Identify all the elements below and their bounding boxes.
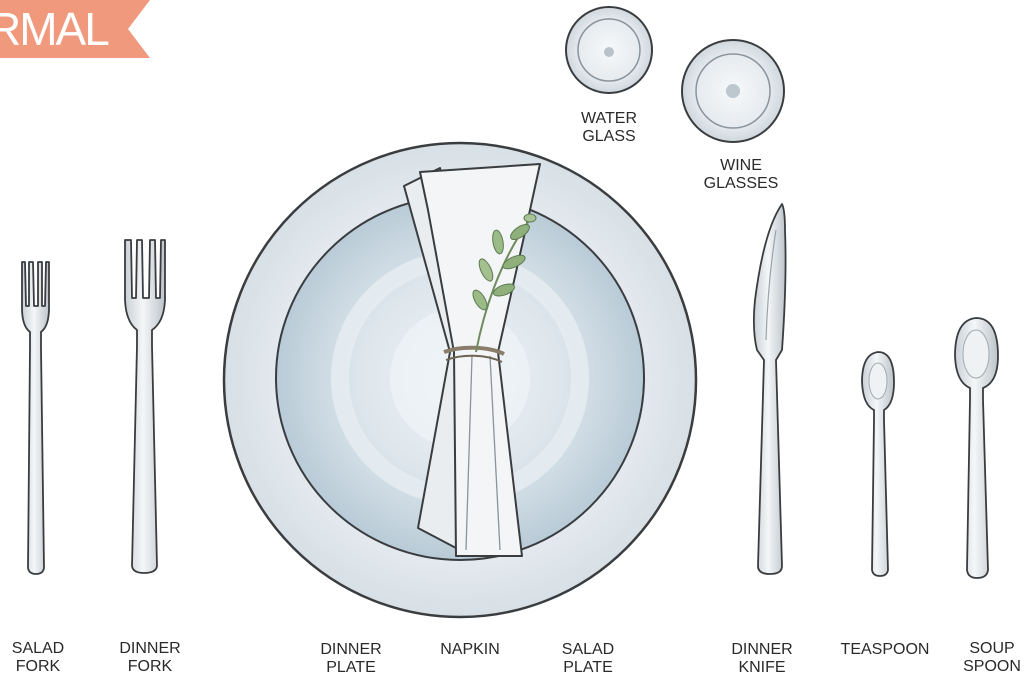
banner-text: RMAL — [0, 4, 108, 54]
dinner-plate-label-line1: DINNER — [320, 641, 381, 659]
salad-fork-label-line1: SALAD — [12, 640, 64, 658]
napkin-label-line1: NAPKIN — [440, 641, 500, 659]
water-glass-label-line1: WATER — [581, 110, 637, 128]
dinner-knife-label-line2: KNIFE — [731, 659, 792, 677]
water-glass-icon — [566, 7, 652, 93]
teaspoon-icon — [862, 352, 894, 576]
napkin-label: NAPKIN — [440, 641, 500, 659]
dinner-fork-label-line2: FORK — [119, 658, 180, 676]
dinner-plate-label: DINNER PLATE — [320, 641, 381, 677]
dinner-fork-label: DINNER FORK — [119, 640, 180, 676]
wine-glass-icon — [682, 40, 784, 142]
wine-glasses-label: WINE GLASSES — [704, 157, 779, 193]
dinner-fork-label-line1: DINNER — [119, 640, 180, 658]
soup-spoon-label-line2: SPOON — [963, 658, 1021, 676]
wine-glasses-label-line2: GLASSES — [704, 175, 779, 193]
dinner-knife-label: DINNER KNIFE — [731, 641, 792, 677]
soup-spoon-icon — [955, 318, 998, 578]
salad-fork-label: SALAD FORK — [12, 640, 64, 676]
soup-spoon-label-line1: SOUP — [963, 640, 1021, 658]
dinner-knife-label-line1: DINNER — [731, 641, 792, 659]
salad-fork-label-line2: FORK — [12, 658, 64, 676]
soup-spoon-label: SOUP SPOON — [963, 640, 1021, 676]
water-glass-label-line2: GLASS — [581, 128, 637, 146]
dinner-plate-label-line2: PLATE — [320, 659, 381, 677]
salad-plate-label-line2: PLATE — [562, 659, 614, 677]
dinner-fork-icon — [125, 240, 165, 573]
salad-plate-label-line1: SALAD — [562, 641, 614, 659]
formal-banner: RMAL — [0, 0, 150, 58]
teaspoon-label: TEASPOON — [841, 641, 930, 659]
salad-plate-label: SALAD PLATE — [562, 641, 614, 677]
dinner-knife-icon — [754, 204, 786, 574]
water-glass-label: WATER GLASS — [581, 110, 637, 146]
wine-glasses-label-line1: WINE — [704, 157, 779, 175]
salad-fork-icon — [22, 262, 49, 574]
teaspoon-label-line1: TEASPOON — [841, 641, 930, 659]
